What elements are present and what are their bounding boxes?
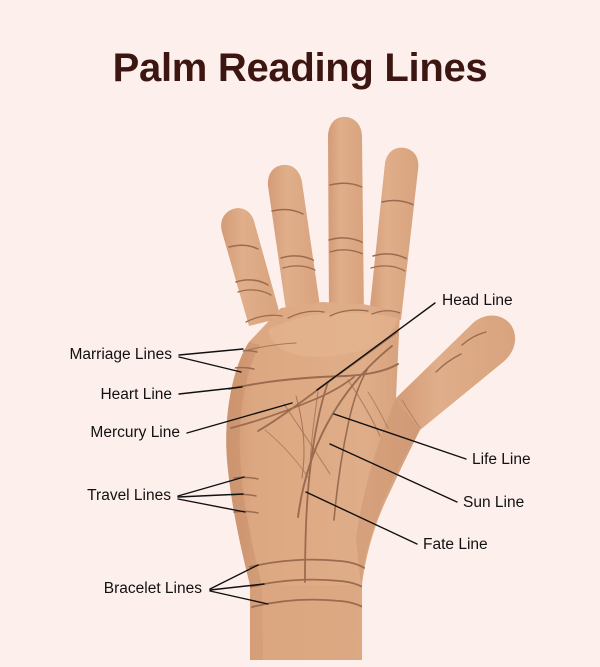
life-line (297, 345, 393, 518)
leader-travel-line-3 (177, 498, 246, 513)
page-title: Palm Reading Lines (112, 46, 488, 90)
leader-bracelet-line-2 (209, 583, 265, 591)
travel-line-3 (233, 510, 259, 514)
ring-crease-mid (280, 255, 316, 262)
leader-head-line (316, 302, 436, 391)
bracelet-line-1 (249, 558, 367, 570)
middle-crease-mid (328, 237, 365, 244)
leader-life-line (333, 413, 467, 460)
ring-crease-upper (271, 208, 304, 215)
minor-crease-5 (347, 379, 381, 437)
label-sun-line: Sun Line (463, 494, 524, 511)
minor-crease-3 (309, 391, 319, 475)
label-marriage-lines: Marriage Lines (69, 346, 172, 363)
thumb-crease-upper (461, 331, 487, 346)
label-life-line: Life Line (472, 451, 531, 468)
palm-upper-highlight (268, 312, 398, 357)
finger-root-crease-index (371, 310, 401, 315)
label-heart-line: Heart Line (100, 386, 172, 403)
finger-root-crease-middle (329, 309, 369, 317)
label-travel-lines: Travel Lines (87, 487, 171, 504)
heart-line (228, 363, 399, 390)
finger-root-crease-ring (287, 310, 325, 319)
thumb-crease-lower (435, 353, 462, 373)
finger-root-crease-pinky (245, 314, 283, 323)
mercury-line (230, 376, 355, 429)
leader-marriage-line-2 (178, 356, 242, 373)
head-line (257, 331, 398, 432)
middle-crease-lower (329, 249, 366, 256)
thenar-mound-shadow (356, 398, 420, 585)
index-crease-lower (370, 265, 406, 272)
minor-crease-4 (283, 403, 331, 475)
leader-travel-line-2 (177, 493, 244, 498)
palm-crease-lines (227, 182, 487, 610)
ring-finger (267, 164, 322, 324)
middle-crease-upper (329, 182, 363, 188)
leader-marriage-line-1 (178, 348, 244, 356)
wrist-shadow (250, 585, 362, 660)
leader-bracelet-line-1 (209, 564, 259, 590)
minor-crease-8 (264, 429, 311, 481)
palm-left-shadow (226, 342, 263, 660)
sun-line (333, 369, 368, 521)
pinky-finger (221, 208, 281, 326)
bracelet-line-2 (249, 578, 367, 590)
hand-shape (221, 116, 516, 660)
leader-heart-line (178, 386, 243, 395)
label-mercury-line: Mercury Line (90, 424, 180, 441)
travel-line-1 (233, 476, 259, 480)
ring-crease-lower (282, 265, 318, 272)
leader-bracelet-line-3 (209, 590, 269, 605)
minor-crease-7 (401, 399, 421, 429)
label-head-line: Head Line (442, 292, 513, 309)
minor-crease-6 (367, 391, 389, 429)
leader-travel-line-1 (177, 476, 245, 497)
pinky-crease-lower2 (237, 289, 272, 296)
minor-crease-1 (239, 342, 297, 353)
callout-labels: Marriage Lines Heart Line Mercury Line T… (69, 292, 530, 597)
index-crease-mid (372, 253, 408, 260)
leader-fate-line (305, 491, 418, 545)
index-finger (369, 147, 419, 320)
pinky-crease-lower (235, 279, 269, 286)
pinky-crease-upper (228, 244, 259, 250)
leader-sun-line (329, 443, 458, 503)
label-bracelet-lines: Bracelet Lines (104, 580, 202, 597)
index-crease-upper (381, 199, 415, 206)
bracelet-line-3 (251, 598, 367, 610)
thumb (396, 315, 516, 430)
middle-finger (328, 116, 364, 318)
palm-and-wrist (226, 302, 420, 660)
leader-mercury-line (186, 402, 293, 434)
callout-leaders (177, 302, 467, 605)
label-fate-line: Fate Line (423, 536, 488, 553)
